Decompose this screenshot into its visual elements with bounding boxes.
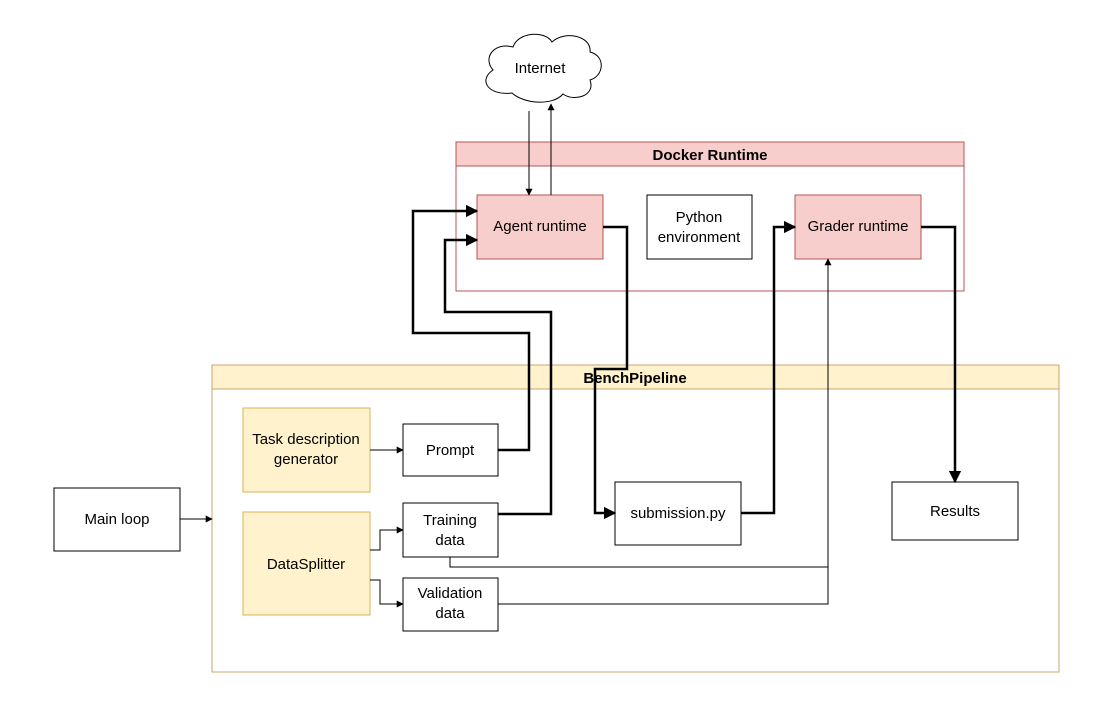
validation-data-label-line1: Validation: [418, 585, 483, 602]
validation-data-node: Validation data: [402, 577, 499, 632]
results-node: Results: [891, 481, 1019, 541]
results-label: Results: [930, 503, 980, 520]
internet-cloud: Internet: [485, 33, 602, 103]
agent-runtime-label: Agent runtime: [493, 218, 586, 235]
internet-label: Internet: [515, 60, 567, 77]
training-data-label-line1: Training: [423, 512, 477, 529]
task-description-generator-node: Task description generator: [242, 407, 371, 493]
edge-agent-to-submission: [593, 225, 629, 520]
grader-runtime-label: Grader runtime: [808, 218, 909, 235]
edge-validation-to-grader: [498, 567, 829, 605]
docker-runtime-title: Docker Runtime: [652, 147, 767, 164]
task-description-label-line1: Task description: [252, 431, 360, 448]
edge-grader-to-results: [921, 225, 962, 484]
prompt-label: Prompt: [426, 442, 475, 459]
prompt-node: Prompt: [402, 423, 499, 477]
validation-data-label-line2: data: [435, 605, 465, 622]
python-environment-label-line2: environment: [658, 229, 741, 246]
python-environment-node: Python environment: [646, 194, 753, 260]
agent-runtime-node: Agent runtime: [476, 194, 604, 260]
main-loop-label: Main loop: [84, 511, 149, 528]
edge-datasplitter-to-validation: [370, 579, 404, 608]
main-loop-node: Main loop: [53, 487, 181, 552]
edge-training-to-agent: [443, 233, 553, 516]
benchpipeline-title: BenchPipeline: [583, 370, 686, 387]
submission-node: submission.py: [614, 481, 742, 546]
datasplitter-node: DataSplitter: [242, 511, 371, 616]
edge-prompt-to-agent: [411, 204, 531, 452]
datasplitter-label: DataSplitter: [267, 556, 345, 573]
training-data-node: Training data: [402, 502, 499, 558]
edge-datasplitter-to-training: [370, 526, 404, 551]
training-data-label-line2: data: [435, 532, 465, 549]
task-description-label-line2: generator: [274, 451, 338, 468]
python-environment-label-line1: Python: [676, 209, 723, 226]
edge-submission-to-grader: [741, 220, 797, 515]
submission-label: submission.py: [630, 505, 726, 522]
grader-runtime-node: Grader runtime: [794, 194, 922, 260]
edge-training-to-grader: [449, 258, 832, 568]
